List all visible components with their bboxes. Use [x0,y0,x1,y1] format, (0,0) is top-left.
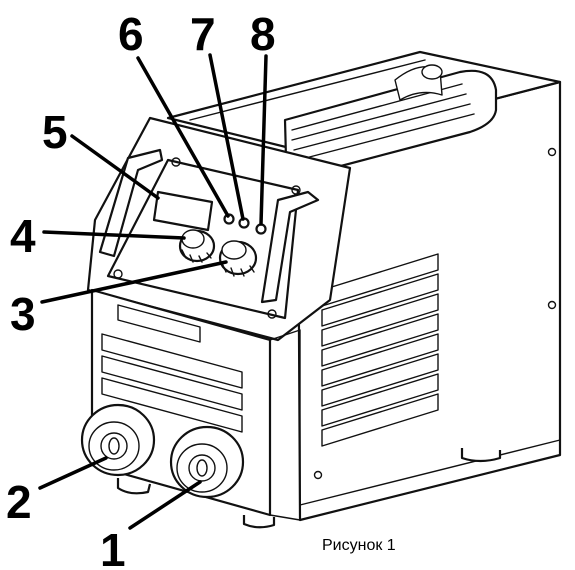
control-knob-4 [178,229,216,263]
leader-line-7 [208,53,245,221]
indicator-lamp-8 [255,223,267,235]
control-knob-3 [218,240,258,277]
shroud-grips [98,148,320,304]
machine-feet [116,448,502,529]
callout-number-2: 2 [6,476,32,528]
callout-number-7: 7 [190,8,216,60]
front-vent-louvers [101,333,243,433]
callout-number-6: 6 [118,8,144,60]
callout-number-1: 1 [100,524,126,570]
display-screen [152,190,214,232]
output-socket-2 [80,403,156,477]
leader-line-1 [128,480,202,530]
carry-handle [283,64,498,175]
callout-number-4: 4 [10,210,36,262]
output-socket-1 [169,425,245,499]
leader-line-2 [38,456,108,490]
leader-line-3 [40,260,228,304]
callout-number-3: 3 [10,288,36,340]
leader-line-5 [70,134,160,200]
side-vent-louvers [321,253,439,447]
leader-line-6 [136,56,230,218]
callout-number-8: 8 [250,8,276,60]
leader-line-8 [259,54,268,226]
leader-lines [38,53,268,530]
leader-line-4 [42,230,186,240]
callout-number-5: 5 [42,106,68,158]
figure-caption: Рисунок 1 [322,537,396,554]
